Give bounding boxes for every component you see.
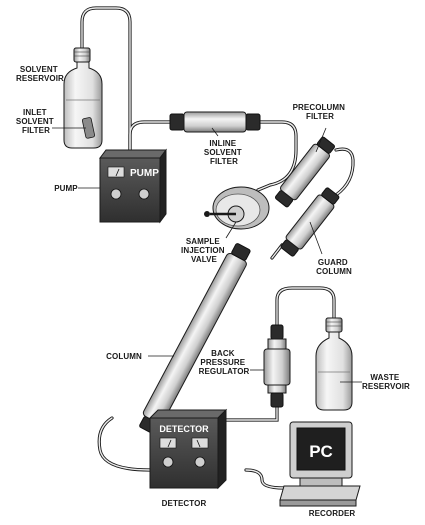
pc-recorder: PC [279, 421, 361, 507]
valve-icon [204, 186, 270, 230]
computer-icon [279, 421, 361, 507]
filter-cartridge-icon [274, 136, 336, 208]
waste-reservoir [315, 317, 353, 411]
label-column: COLUMN [106, 352, 142, 361]
detector-unit: DETECTOR [148, 408, 228, 490]
pump-box-icon [99, 148, 167, 224]
back-pressure-regulator [263, 324, 291, 408]
detector-box-icon [148, 408, 228, 490]
label-solvent-reservoir: SOLVENT RESERVOIR [16, 65, 64, 83]
tubing [80, 6, 355, 490]
main-column [139, 243, 251, 434]
label-inlet-solvent-filter: INLET SOLVENT FILTER [16, 108, 56, 135]
pc-screen-text: PC [309, 442, 333, 461]
label-detector: DETECTOR [162, 499, 207, 508]
solvent-reservoir [63, 47, 103, 149]
labels: SOLVENT RESERVOIR INLET SOLVENT FILTER P… [16, 65, 410, 518]
precolumn-filter [274, 136, 336, 208]
label-pump: PUMP [54, 184, 78, 193]
label-sample-injection-valve: SAMPLE INJECTION VALVE [181, 237, 227, 264]
leader-lines [52, 127, 362, 383]
label-recorder: RECORDER [309, 509, 356, 518]
filter-cartridge-icon [169, 111, 261, 133]
label-back-pressure-regulator: BACK PRESSURE REGULATOR [199, 349, 250, 376]
bottle-icon [315, 317, 353, 411]
regulator-icon [263, 324, 291, 408]
pump-panel-text: PUMP [130, 168, 159, 179]
sample-injection-valve [204, 186, 270, 230]
label-inline-solvent-filter: INLINE SOLVENT FILTER [204, 139, 244, 166]
bottle-icon [63, 47, 103, 149]
column-tube-icon [139, 243, 251, 434]
pump-unit: PUMP [99, 148, 167, 224]
label-precolumn-filter: PRECOLUMN FILTER [293, 103, 348, 121]
inline-solvent-filter [169, 111, 261, 133]
label-waste-reservoir: WASTE RESERVOIR [362, 373, 410, 391]
label-guard-column: GUARD COLUMN [316, 258, 352, 276]
detector-panel-text: DETECTOR [159, 424, 209, 434]
